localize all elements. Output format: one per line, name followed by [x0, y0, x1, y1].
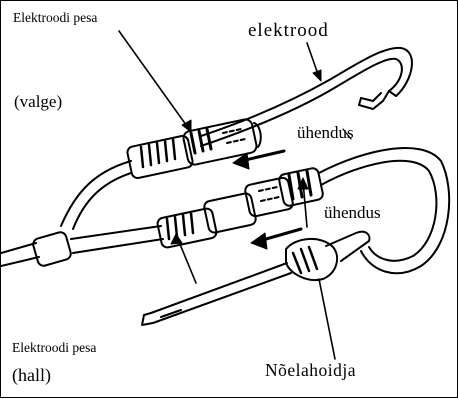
label-electrode-socket-top: Elektroodi pesa [13, 10, 97, 26]
label-needle-holder: Nõelahoidja [265, 360, 356, 381]
arrow-lower [251, 229, 301, 249]
lower-socket-gray [156, 167, 323, 248]
label-white: (valge) [14, 92, 62, 112]
label-gray: (hall) [12, 365, 51, 386]
label-electrode-socket-bottom: Elektroodi pesa [12, 340, 96, 356]
y-junction [1, 226, 163, 267]
arrow-upper [233, 151, 284, 169]
label-connection-2: ühendus [324, 203, 381, 223]
label-connection-1: ühendus [297, 123, 354, 143]
upper-lead-cable [61, 161, 131, 229]
label-electrode: elektrood [248, 20, 329, 42]
upper-socket-white [126, 118, 260, 179]
